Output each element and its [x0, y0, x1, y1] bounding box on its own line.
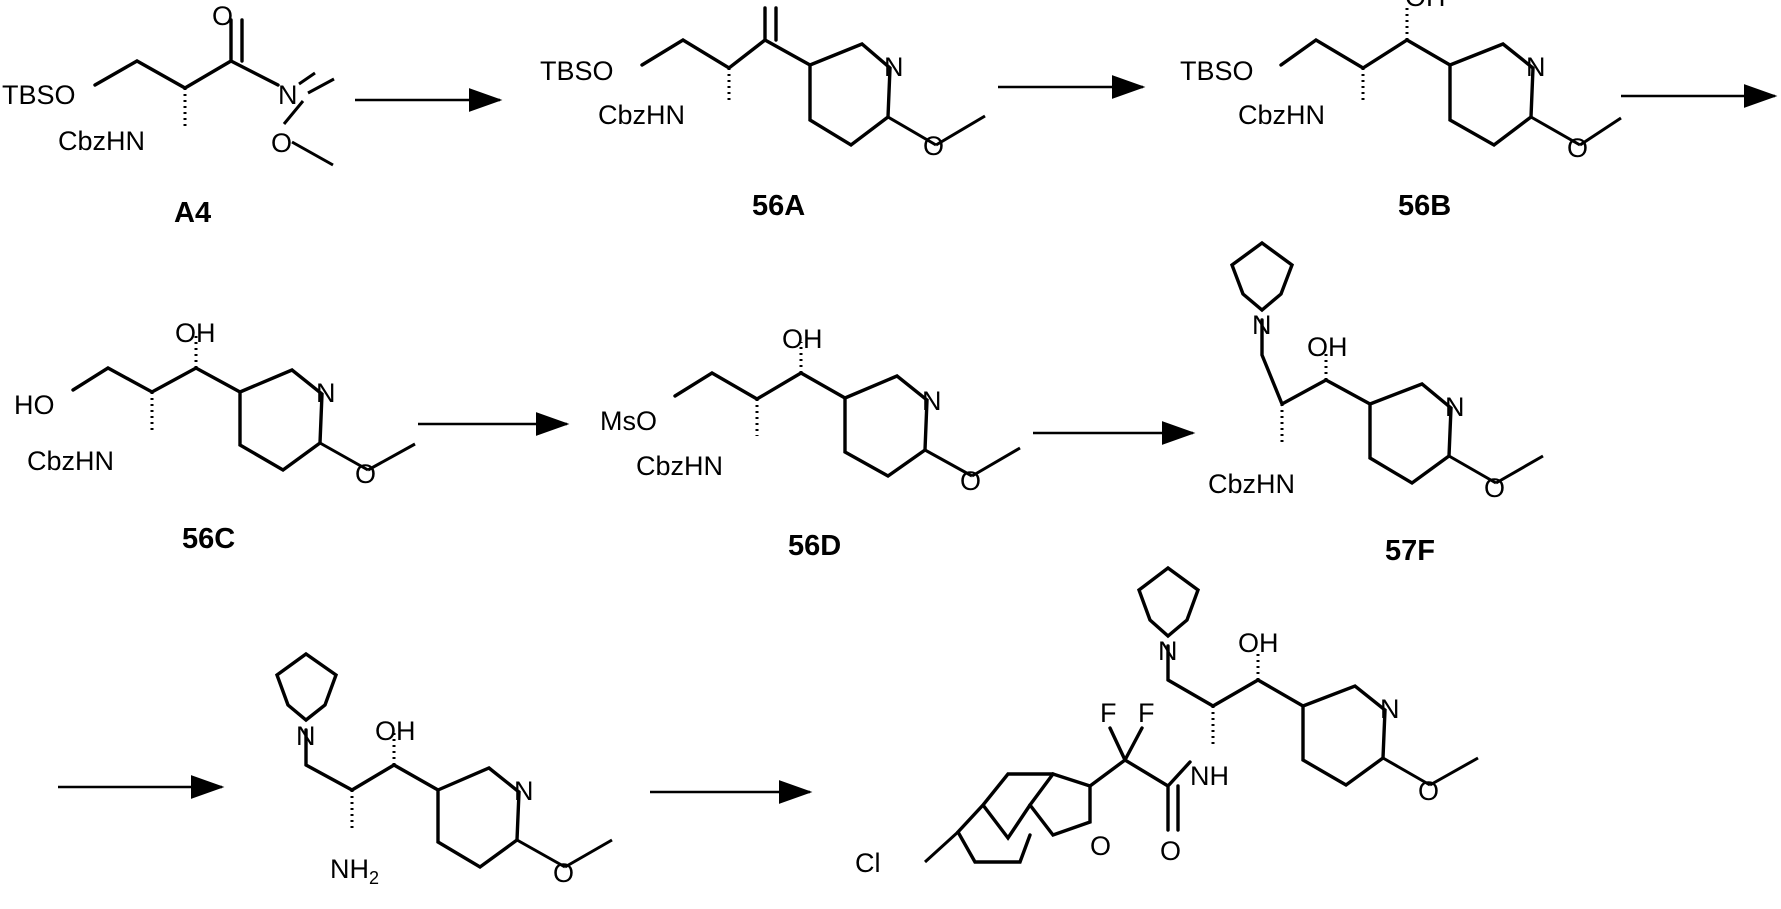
- 56d-o: O: [960, 466, 981, 496]
- product-pyrrolidine-n: N: [1158, 636, 1178, 666]
- amine-n: N: [514, 776, 534, 806]
- 56a-label: 56A: [752, 190, 805, 222]
- 56c-n: N: [316, 378, 336, 408]
- product-n: N: [1380, 694, 1400, 724]
- amine-oh: OH: [375, 716, 416, 746]
- 56c-cbzhn: CbzHN: [27, 446, 114, 476]
- 56a-n: N: [884, 52, 904, 82]
- 56a-cbzhn: CbzHN: [598, 100, 685, 130]
- 56c-label: 56C: [182, 523, 235, 555]
- product-furan-o: O: [1090, 831, 1111, 861]
- 56b-cbzhn: CbzHN: [1238, 100, 1325, 130]
- 56b-tbso: TBSO: [1180, 56, 1254, 86]
- amine-nh2: NH2: [330, 854, 379, 888]
- 56c-ho: HO: [14, 390, 55, 420]
- compound-56b: TBSO CbzHN OH N O 56B: [1180, 0, 1621, 222]
- compound-56c: HO CbzHN OH N O 56C: [14, 318, 415, 555]
- 56d-n: N: [922, 386, 942, 416]
- compound-amine: N NH2 OH N O: [277, 654, 612, 888]
- product-f1: F: [1100, 698, 1117, 728]
- 56d-oh: OH: [782, 324, 823, 354]
- 56d-cbzhn: CbzHN: [636, 451, 723, 481]
- 56a-o: O: [923, 131, 944, 161]
- product-nh: NH: [1190, 761, 1229, 791]
- 57f-oh: OH: [1307, 332, 1348, 362]
- a4-n: N: [278, 80, 298, 110]
- compound-a4: TBSO CbzHN O N O A4: [2, 1, 334, 229]
- product-cl: Cl: [855, 848, 881, 878]
- product-carbonyl-o: O: [1160, 836, 1181, 866]
- compound-product: N F F NH OH N O O O Cl: [855, 568, 1478, 878]
- a4-carbonyl-o: O: [212, 1, 233, 31]
- amine-o: O: [553, 858, 574, 888]
- 56b-o: O: [1567, 133, 1588, 163]
- 56c-o: O: [355, 459, 376, 489]
- product-oh: OH: [1238, 628, 1279, 658]
- compound-57f: N CbzHN OH N O 57F: [1208, 243, 1543, 567]
- a4-tbso: TBSO: [2, 80, 76, 110]
- 56b-n: N: [1526, 52, 1546, 82]
- compound-56d: MsO CbzHN OH N O 56D: [600, 324, 1020, 562]
- amine-pyrrolidine-n: N: [296, 721, 316, 751]
- 57f-cbzhn: CbzHN: [1208, 469, 1295, 499]
- 56c-oh: OH: [175, 318, 216, 348]
- 56a-tbso: TBSO: [540, 56, 614, 86]
- 57f-pyrrolidine-n: N: [1252, 310, 1272, 340]
- compound-56a: TBSO CbzHN N O 56A: [540, 8, 985, 222]
- a4-o: O: [271, 128, 292, 158]
- 56d-mso: MsO: [600, 406, 657, 436]
- 57f-o: O: [1484, 473, 1505, 503]
- product-o: O: [1418, 776, 1439, 806]
- 56b-label: 56B: [1398, 190, 1451, 222]
- a4-label: A4: [174, 197, 211, 229]
- product-f2: F: [1138, 698, 1155, 728]
- 56b-oh: OH: [1405, 0, 1446, 12]
- 57f-label: 57F: [1385, 535, 1435, 567]
- a4-cbzhn: CbzHN: [58, 126, 145, 156]
- 56d-label: 56D: [788, 530, 841, 562]
- 57f-n: N: [1445, 392, 1465, 422]
